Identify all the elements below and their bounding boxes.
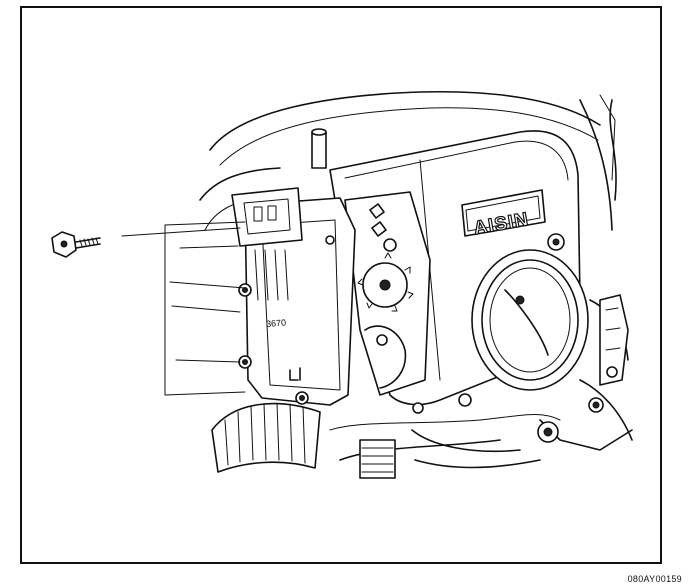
bolt-icon (51, 231, 101, 258)
diagram-frame (20, 6, 662, 564)
throttle-bore (471, 249, 589, 391)
figure-code: 080AY00159 (627, 574, 682, 584)
exploded-view-outline (164, 221, 246, 396)
part-stamp: 3670 (266, 318, 287, 329)
throttle-position-sensor: 3670 (231, 187, 356, 406)
right-bracket (599, 294, 629, 386)
engine-background (199, 90, 633, 461)
alignment-line (121, 227, 241, 237)
top-pipe (311, 128, 327, 169)
lower-fittings (359, 393, 604, 479)
corrugated-hose (211, 402, 321, 473)
gear-linkage (344, 191, 431, 396)
